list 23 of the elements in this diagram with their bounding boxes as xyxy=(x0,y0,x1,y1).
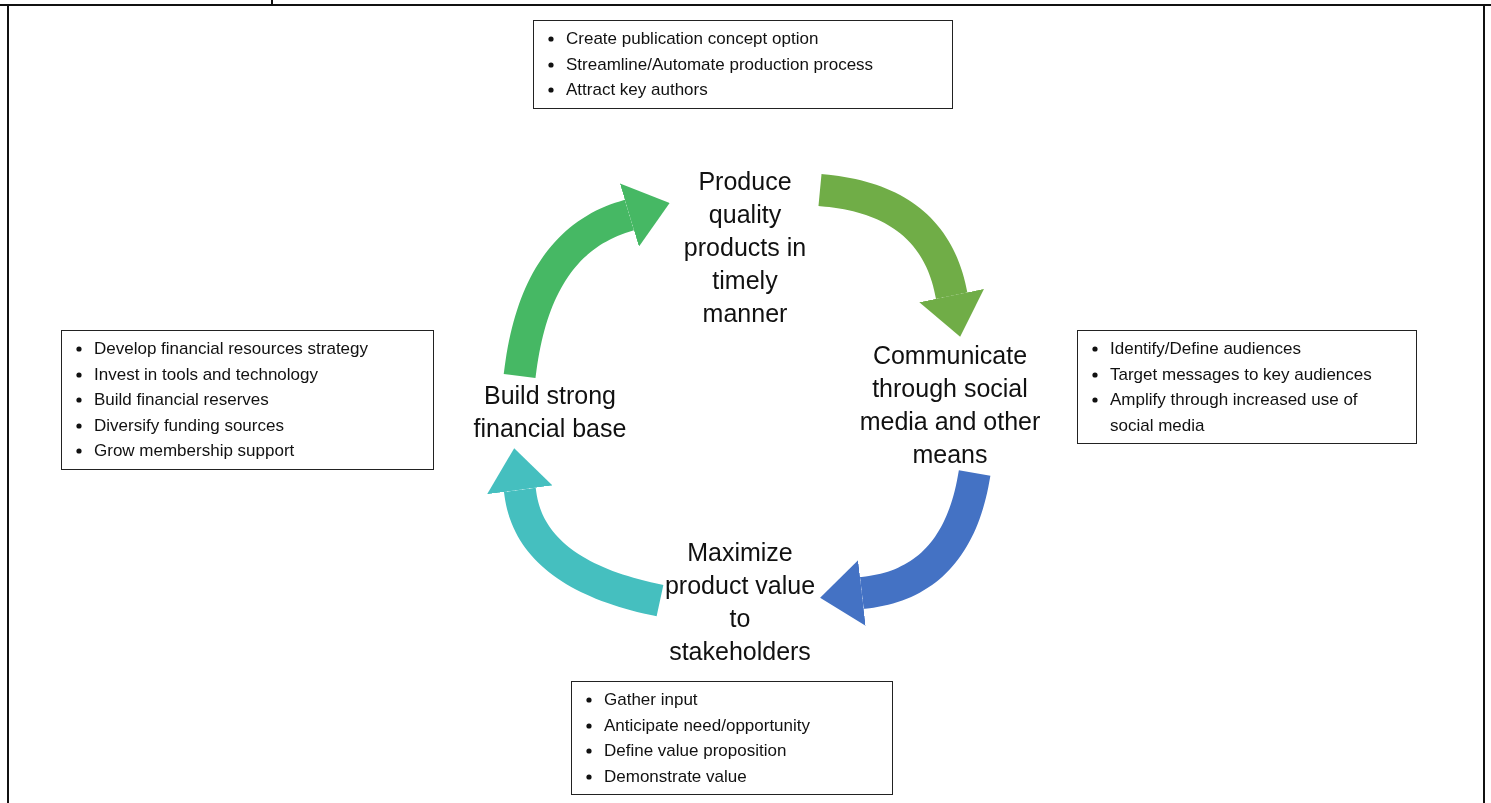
bullet-item: Diversify funding sources xyxy=(94,414,285,437)
bullet-list-box xyxy=(1077,330,1417,444)
stage-label: Build strong financial base xyxy=(472,380,628,444)
bullet-item: Streamline/Automate production process xyxy=(566,53,875,76)
bullet-item: Demonstrate value xyxy=(604,765,748,788)
stage-label: Produce quality products in timely manner xyxy=(682,165,808,329)
bullet-item: Create publication concept option xyxy=(566,28,820,50)
bullet-item: Gather input xyxy=(604,689,699,711)
bullet-item: Grow membership support xyxy=(94,440,296,462)
bullet-list-box xyxy=(61,330,434,470)
bullet-item: Target messages to key audiences xyxy=(1110,363,1373,386)
bullet-item: Build financial reserves xyxy=(94,389,270,411)
bullet-item: Develop financial resources strategy xyxy=(94,338,370,360)
bullet-item: Amplify through increased use of social media xyxy=(1110,389,1359,437)
bullet-item: Invest in tools and technology xyxy=(94,363,319,386)
bullet-list-box xyxy=(533,20,953,109)
bullet-item: Identify/Define audiences xyxy=(1110,338,1302,360)
bullet-list-box xyxy=(571,681,893,795)
stage-label: Communicate through social media and other means xyxy=(858,340,1042,470)
bullet-item: Define value proposition xyxy=(604,740,788,762)
bullet-item: Anticipate need/opportunity xyxy=(604,714,812,737)
bullet-item: Attract key authors xyxy=(566,79,709,101)
stage-label: Maximize product value to stakeholders xyxy=(663,537,817,667)
